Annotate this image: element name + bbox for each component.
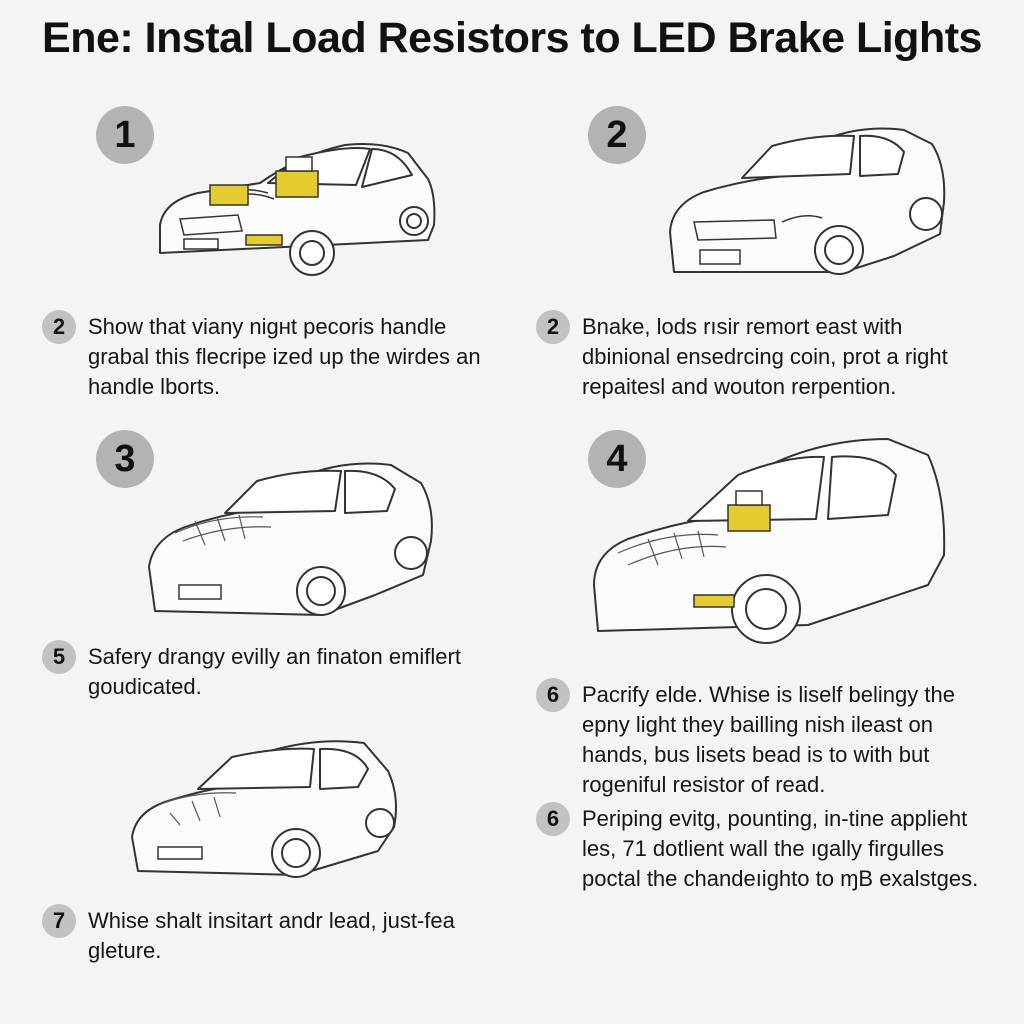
step-description: Whise shalt insitart andr lead, just-fea…: [88, 908, 455, 963]
step-badge-2: 2: [588, 106, 646, 164]
step-text-row: 6 Periping evitg, pounting, in-tine appl…: [536, 802, 984, 894]
step-text-row: 2 Bnake, lods rısir remort east with dbi…: [536, 310, 996, 402]
step-number: 5: [42, 640, 76, 674]
step-text-row: 2 Show that viany nigʜt pecoris handle g…: [42, 310, 502, 402]
step-number: 6: [536, 678, 570, 712]
step-number: 2: [42, 310, 76, 344]
step-badge-3: 3: [96, 430, 154, 488]
step-description: Periping evitg, pounting, in-tine applie…: [582, 806, 979, 891]
car-illustration-5: [128, 735, 408, 895]
step-description: Show that viany nigʜt pecoris handle gra…: [88, 314, 481, 399]
step-description: Pacrify elde. Whise is liself belingy th…: [582, 682, 955, 797]
step-number: 7: [42, 904, 76, 938]
step-description: Safery drangy evilly an finaton emiflert…: [88, 644, 461, 699]
page-title: Ene: Instal Load Resistors to LED Brake …: [42, 14, 982, 62]
step-description: Bnake, lods rısir remort east with dbini…: [582, 314, 948, 399]
car-illustration-2: [664, 122, 954, 292]
car-illustration-3: [145, 455, 440, 630]
step-text-row: 7 Whise shalt insitart andr lead, just-f…: [42, 904, 462, 966]
car-illustration-1: [150, 135, 440, 290]
step-text-row: 5 Safery drangy evilly an finaton emifle…: [42, 640, 502, 702]
car-illustration-4: [588, 435, 948, 650]
step-number: 2: [536, 310, 570, 344]
step-badge-1: 1: [96, 106, 154, 164]
step-number: 6: [536, 802, 570, 836]
step-badge-4: 4: [588, 430, 646, 488]
step-text-row: 6 Pacrify elde. Whise is liself belingy …: [536, 678, 984, 800]
